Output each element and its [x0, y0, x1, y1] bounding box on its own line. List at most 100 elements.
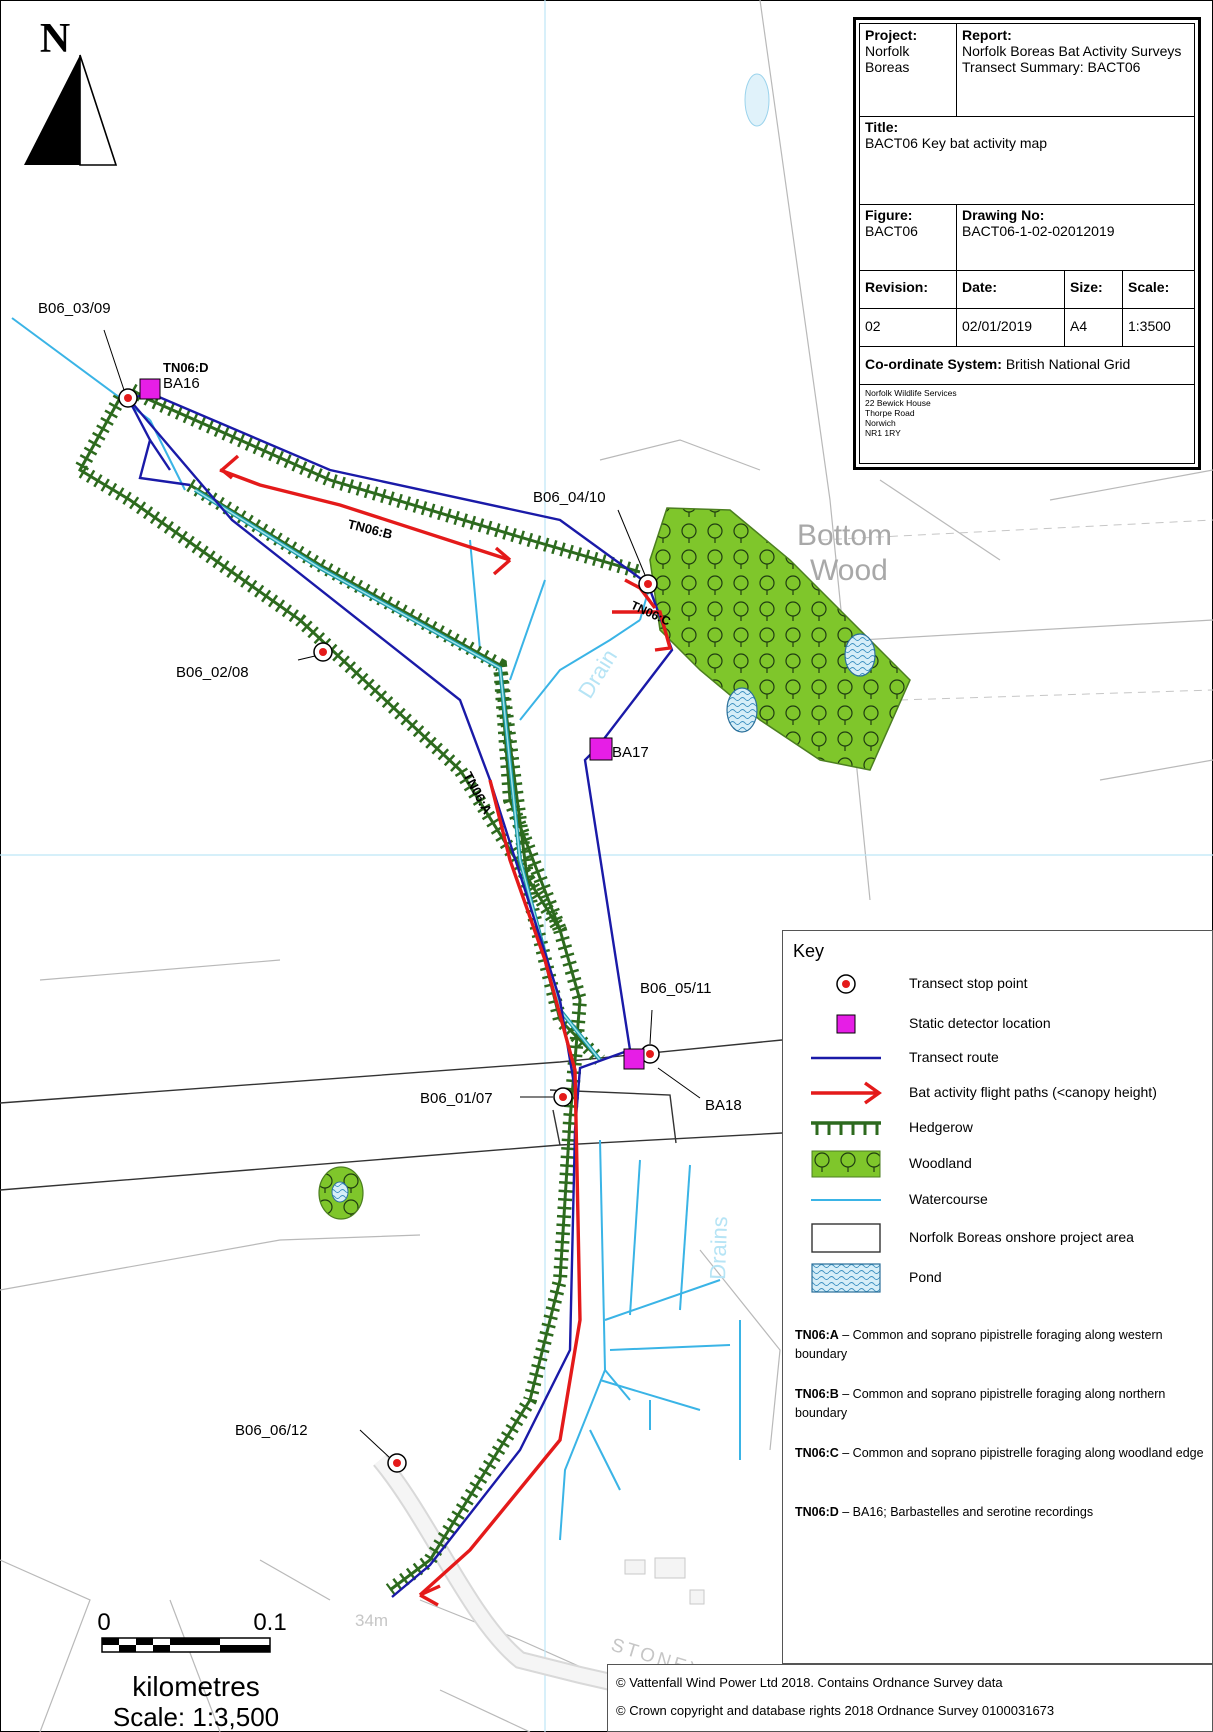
note-text: – BA16; Barbastelles and serotine record… — [838, 1505, 1094, 1519]
legend-item-hedgerow: Hedgerow — [783, 1113, 1213, 1143]
label-b06-03-09: B06_03/09 — [38, 300, 111, 317]
drawing-label: Drawing No: — [962, 207, 1045, 223]
stop-points — [118, 388, 660, 1473]
address-line: Norwich — [865, 418, 896, 428]
flight-paths — [219, 454, 657, 1607]
figure-label: Figure: — [865, 207, 913, 223]
stop-point-b06-06-12 — [387, 1453, 407, 1473]
label-elevation: 34m — [355, 1611, 388, 1630]
coord-value: British National Grid — [1005, 356, 1131, 372]
note-code: TN06:B — [795, 1387, 839, 1401]
label-b06-06-12: B06_06/12 — [235, 1422, 308, 1439]
note-tn06c: TN06:C – Common and soprano pipistrelle … — [795, 1444, 1205, 1463]
size-value: A4 — [1064, 308, 1122, 346]
legend: Key Transect stop point Static detector … — [782, 930, 1213, 1664]
size-label: Size: — [1070, 279, 1103, 295]
pond-in-wood — [844, 633, 876, 677]
pond-icon — [811, 1263, 881, 1293]
project-cell: Project: Norfolk Boreas — [860, 24, 956, 116]
hedgerow-icon — [811, 1121, 881, 1135]
revision-label: Revision: — [865, 279, 929, 295]
note-tn06a: TN06:A – Common and soprano pipistrelle … — [795, 1326, 1205, 1364]
legend-label: Watercourse — [909, 1191, 988, 1207]
size-label-cell: Size: — [1064, 270, 1122, 308]
copyright-line-1: © Vattenfall Wind Power Ltd 2018. Contai… — [616, 1675, 1003, 1690]
scale-value: 1:3500 — [1122, 308, 1194, 346]
figure-cell: Figure: BACT06 — [860, 204, 956, 270]
north-arrow: N — [24, 16, 118, 166]
label-tn06d: TN06:D — [163, 360, 209, 375]
pond-small-patch — [331, 1181, 349, 1203]
label-drains: Drains — [705, 1216, 732, 1280]
note-code: TN06:A — [795, 1328, 839, 1342]
scale-bar: 0 0.1 kilometres Scale: 1:3,500 — [97, 1609, 286, 1732]
label-ba17: BA17 — [612, 744, 649, 761]
coord-label: Co-ordinate System: — [865, 356, 1002, 372]
legend-label: Norfolk Boreas onshore project area — [909, 1229, 1134, 1245]
scale-label: Scale: — [1128, 279, 1170, 295]
note-code: TN06:D — [795, 1505, 839, 1519]
scale-zero: 0 — [97, 1609, 110, 1636]
stop-point-b06-02-08 — [313, 642, 333, 662]
scale-label-cell: Scale: — [1122, 270, 1194, 308]
legend-label: Transect stop point — [909, 975, 1028, 991]
report-label: Report: — [962, 27, 1012, 43]
legend-label: Pond — [909, 1269, 942, 1285]
drawing-value: BACT06-1-02-02012019 — [962, 223, 1115, 239]
address-line: NR1 1RY — [865, 428, 901, 438]
title-block: Project: Norfolk Boreas Report: Norfolk … — [853, 17, 1201, 470]
address-line: Norfolk Wildlife Services — [865, 388, 957, 398]
label-ba18: BA18 — [705, 1097, 742, 1114]
legend-title: Key — [793, 941, 825, 961]
stop-point-b06-04-10 — [638, 574, 658, 594]
woodland-icon — [811, 1150, 881, 1178]
address-line: Thorpe Road — [865, 408, 915, 418]
label-wood: Wood — [810, 554, 888, 587]
legend-label: Static detector location — [909, 1015, 1051, 1031]
note-text: – Common and soprano pipistrelle foragin… — [838, 1446, 1204, 1460]
drawing-cell: Drawing No: BACT06-1-02-02012019 — [956, 204, 1194, 270]
legend-item-woodland: Woodland — [783, 1149, 1213, 1179]
label-bottom: Bottom — [797, 519, 892, 552]
static-detector-ba17 — [589, 737, 613, 761]
legend-item-project-area: Norfolk Boreas onshore project area — [783, 1223, 1213, 1253]
tn06c-arrow — [612, 610, 673, 652]
copyright-box: © Vattenfall Wind Power Ltd 2018. Contai… — [607, 1664, 1213, 1732]
legend-item-static-detector: Static detector location — [783, 1009, 1213, 1039]
report-cell: Report: Norfolk Boreas Bat Activity Surv… — [956, 24, 1194, 116]
stop-point-b06-03-09 — [118, 388, 138, 408]
scale-text: Scale: 1:3,500 — [113, 1702, 279, 1732]
project-area-box — [811, 1223, 881, 1253]
legend-item-transect-route: Transect route — [783, 1043, 1213, 1073]
pond-south-of-wood — [726, 687, 758, 733]
static-detector-icon — [836, 1014, 856, 1034]
transect-route-line — [811, 1056, 881, 1060]
north-arrow-letter: N — [40, 16, 70, 62]
note-tn06d: TN06:D – BA16; Barbastelles and serotine… — [795, 1503, 1205, 1522]
label-b06-02-08: B06_02/08 — [176, 664, 249, 681]
label-b06-01-07: B06_01/07 — [420, 1090, 493, 1107]
static-detectors — [139, 378, 645, 1070]
figure-value: BACT06 — [865, 223, 918, 239]
address-block: Norfolk Wildlife Services 22 Bewick Hous… — [865, 388, 957, 438]
stop-point-b06-01-07 — [553, 1087, 573, 1107]
legend-label: Transect route — [909, 1049, 999, 1065]
watercourse-line — [811, 1199, 881, 1201]
label-ba16: BA16 — [163, 375, 200, 392]
date-label-cell: Date: — [956, 270, 1064, 308]
project-value: Norfolk Boreas — [865, 43, 910, 75]
date-value: 02/01/2019 — [956, 308, 1064, 346]
address-line: 22 Bewick House — [865, 398, 931, 408]
buildings — [624, 1557, 705, 1605]
legend-label: Hedgerow — [909, 1119, 973, 1135]
bottom-wood-woodland — [649, 507, 911, 771]
static-detector-ba16 — [139, 378, 161, 400]
legend-item-flight-path: Bat activity flight paths (<canopy heigh… — [783, 1078, 1213, 1108]
note-code: TN06:C — [795, 1446, 839, 1460]
coord-cell: Co-ordinate System: British National Gri… — [860, 346, 1194, 384]
title-cell: Title: BACT06 Key bat activity map — [860, 116, 1194, 204]
project-label: Project: — [865, 27, 918, 43]
stop-point-b06-05-11 — [640, 1044, 660, 1064]
note-text: – Common and soprano pipistrelle foragin… — [795, 1387, 1166, 1420]
